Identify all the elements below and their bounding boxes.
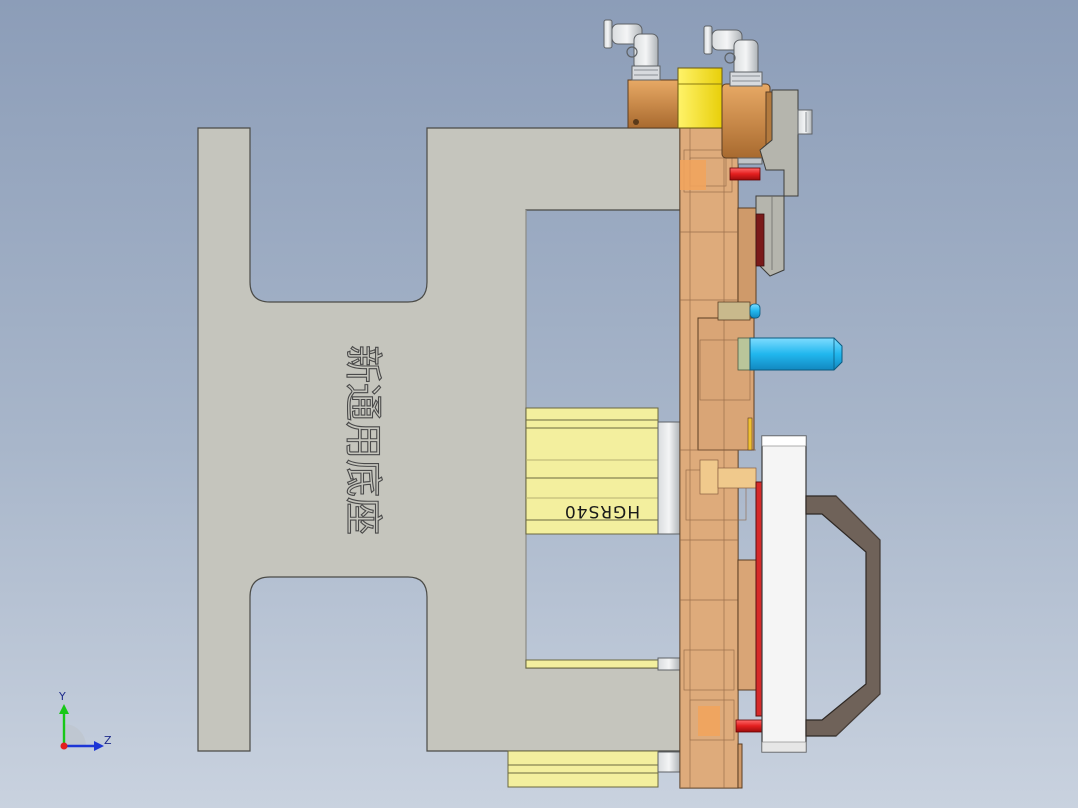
mold-body: [679, 127, 759, 789]
screw-icon: [633, 119, 639, 125]
blue-pin-small: [717, 301, 761, 321]
cam-bracket: [755, 89, 813, 277]
red-rod-lower: [735, 719, 765, 733]
axis-triad[interactable]: Y Z: [58, 690, 112, 751]
base-engraving: 新通用底座: [340, 344, 385, 535]
air-fitting-right: [703, 25, 763, 87]
clamp-plate: [755, 435, 807, 753]
y-axis-label: Y: [58, 690, 66, 703]
small-key: [747, 417, 753, 451]
handle: [805, 495, 881, 737]
cylinder-assembly: [627, 67, 779, 165]
rail-model-label: HGRS40: [564, 501, 640, 521]
blue-pin-large: [737, 337, 843, 371]
air-fitting-left: [603, 19, 661, 81]
red-rod-upper: [729, 167, 761, 181]
z-axis-label: Z: [104, 734, 112, 747]
linear-rail-upper: HGRS40: [525, 407, 681, 535]
origin-point: [60, 742, 68, 750]
linear-rail-lower: [507, 657, 681, 788]
base-engraving-text: 新通用底座: [341, 345, 385, 535]
